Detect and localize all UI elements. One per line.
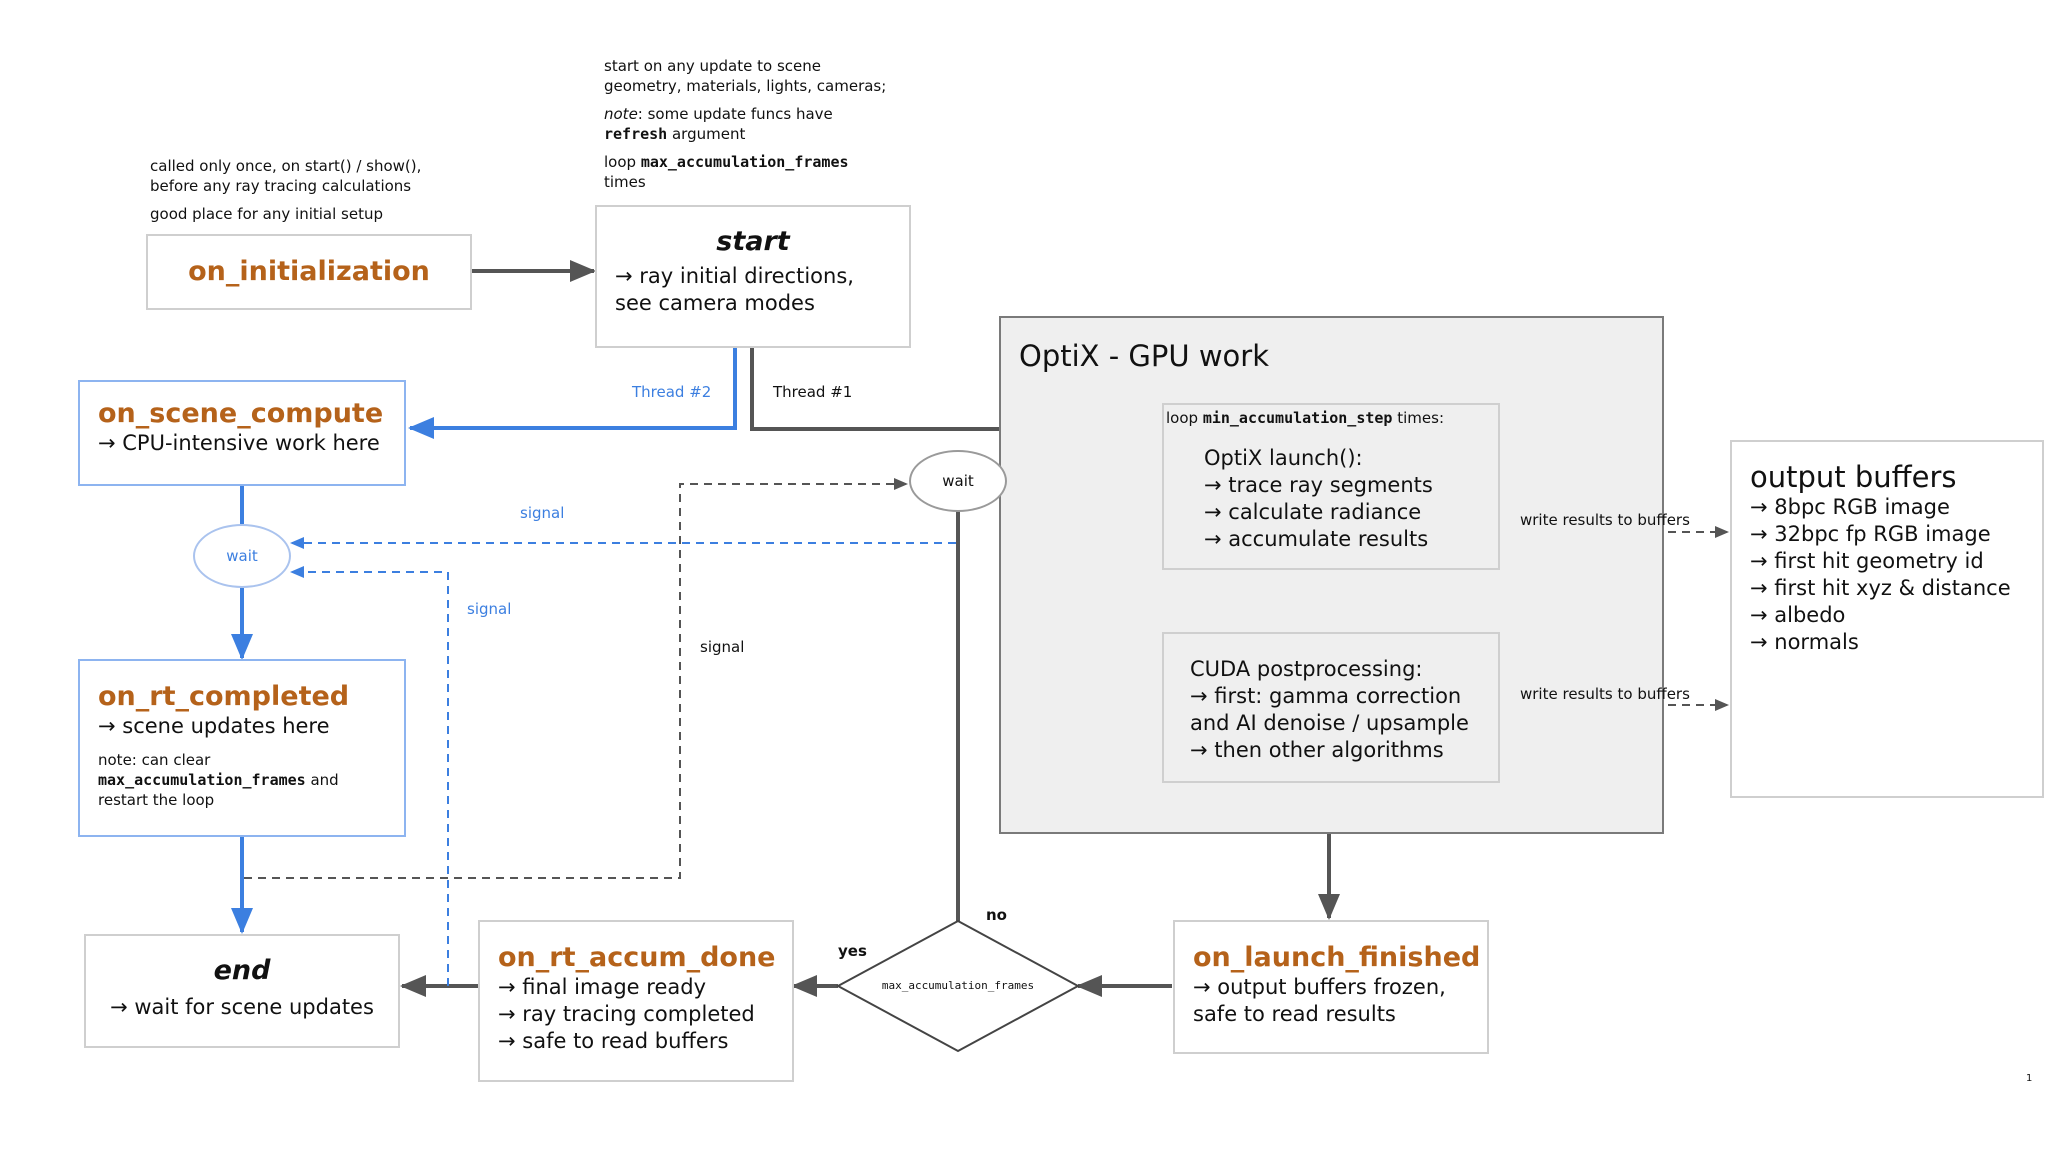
end-node[interactable]: end → wait for scene updates [84, 934, 400, 1048]
thread1-label: Thread #1 [773, 383, 853, 401]
write-results-label-2: write results to buffers [1520, 685, 1690, 703]
start-annotation-line1: start on any update to scene [604, 57, 821, 75]
on-initialization-node[interactable]: on_initialization [146, 234, 472, 310]
output-buffers-body: → 8bpc RGB image → 32bpc fp RGB image → … [1750, 495, 2011, 654]
on-rt-completed-title: on_rt_completed [98, 681, 350, 712]
start-annotation-loop: loop max_accumulation_frames [604, 152, 924, 172]
on-rt-completed-node[interactable]: on_rt_completed → scene updates here not… [78, 659, 406, 837]
start-title: start [716, 226, 790, 257]
on-launch-finished-title: on_launch_finished [1193, 942, 1481, 973]
start-annotation: start on any update to scene geometry, m… [604, 56, 924, 192]
optix-launch-node[interactable]: loop min_accumulation_step times: OptiX … [1162, 403, 1500, 570]
on-rt-completed-body: → scene updates here [98, 714, 330, 738]
optix-loop-label: loop min_accumulation_step times: [1166, 408, 1444, 428]
rt-note-line3: restart the loop [98, 791, 215, 809]
on-rt-accum-done-node[interactable]: on_rt_accum_done → final image ready → r… [478, 920, 794, 1082]
optix-loop-pre: loop [1166, 409, 1203, 427]
init-annotation-line1: called only once, on start() / show(), [150, 157, 422, 175]
optix-loop-code: min_accumulation_step [1202, 409, 1393, 427]
output-buffers-title: output buffers [1750, 460, 1957, 494]
optix-loop-post: times: [1392, 409, 1444, 427]
on-initialization-title: on_initialization [188, 256, 430, 287]
on-scene-compute-title: on_scene_compute [98, 398, 384, 429]
output-buffers-node[interactable]: output buffers → 8bpc RGB image → 32bpc … [1730, 440, 2044, 798]
init-annotation-line2: before any ray tracing calculations [150, 177, 412, 195]
decision-diamond [835, 919, 1081, 1053]
on-launch-finished-body: → output buffers frozen, safe to read re… [1193, 975, 1446, 1026]
thread2-label: Thread #2 [632, 383, 712, 401]
cuda-postprocessing-body: CUDA postprocessing: → first: gamma corr… [1190, 657, 1469, 762]
loop-word: loop [604, 153, 641, 171]
wait-left-node[interactable]: wait [193, 524, 291, 588]
signal-top-label: signal [520, 504, 565, 522]
note-word: note [604, 105, 638, 123]
start-node[interactable]: start → ray initial directions, see came… [595, 205, 911, 348]
signal-right-label: signal [700, 638, 745, 656]
edge-signal-right [244, 478, 908, 879]
optix-group-title: OptiX - GPU work [1019, 339, 1270, 373]
start-annotation-line2: geometry, materials, lights, cameras; [604, 77, 887, 95]
optix-launch-body: OptiX launch(): → trace ray segments → c… [1204, 446, 1433, 551]
on-rt-accum-done-body: → final image ready → ray tracing comple… [498, 975, 755, 1053]
start-body: → ray initial directions, see camera mod… [615, 264, 854, 315]
page-number: 1 [2026, 1073, 2033, 1084]
refresh-code: refresh [604, 125, 668, 143]
rt-note-line2: max_accumulation_frames and [98, 770, 386, 790]
wait-left-label: wait [226, 547, 258, 565]
on-scene-compute-body: → CPU-intensive work here [98, 431, 380, 455]
wait-right-node[interactable]: wait [909, 450, 1007, 512]
on-scene-compute-node[interactable]: on_scene_compute → CPU-intensive work he… [78, 380, 406, 486]
init-annotation-line3: good place for any initial setup [150, 205, 383, 223]
rt-note-line1: note: can clear [98, 751, 211, 769]
yes-label: yes [838, 942, 867, 960]
no-label: no [986, 906, 1007, 924]
max-frames-code: max_accumulation_frames [640, 153, 849, 171]
decision-label: max_accumulation_frames [881, 979, 1035, 992]
rt-note-and: and [305, 771, 339, 789]
rt-note-code: max_accumulation_frames [98, 771, 306, 789]
wait-right-label: wait [942, 472, 974, 490]
on-launch-finished-node[interactable]: on_launch_finished → output buffers froz… [1173, 920, 1489, 1054]
init-annotation: called only once, on start() / show(), b… [150, 156, 480, 224]
write-results-label-1: write results to buffers [1520, 511, 1690, 529]
note-rest: : some update funcs have [637, 105, 833, 123]
refresh-rest: argument [667, 125, 746, 143]
on-rt-accum-done-title: on_rt_accum_done [498, 942, 776, 973]
edge-thread2 [408, 347, 737, 439]
signal-mid-label: signal [467, 600, 512, 618]
start-annotation-refresh: refresh argument [604, 124, 924, 144]
start-annotation-note: note: some update funcs have [604, 104, 924, 124]
end-body: → wait for scene updates [110, 995, 374, 1019]
edge-signal-mid [290, 566, 449, 986]
on-rt-completed-note: note: can clear max_accumulation_frames … [98, 750, 386, 810]
end-title: end [213, 955, 271, 986]
start-annotation-times: times [604, 173, 646, 191]
cuda-postprocessing-node[interactable]: CUDA postprocessing: → first: gamma corr… [1162, 632, 1500, 783]
